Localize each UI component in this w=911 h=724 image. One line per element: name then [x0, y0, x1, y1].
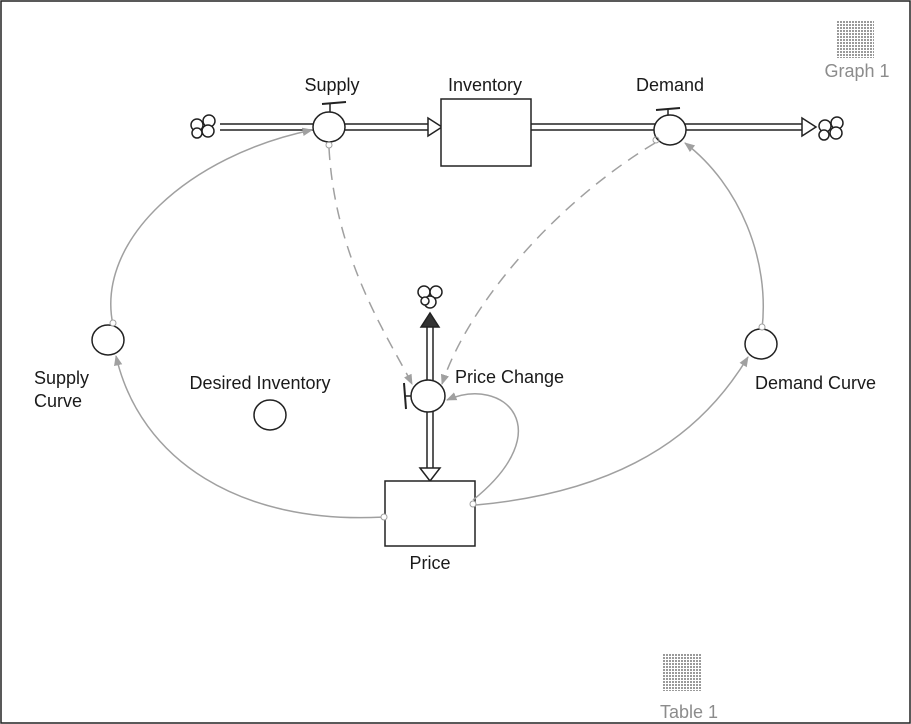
supply-source-cloud-icon	[190, 114, 216, 139]
supply-curve-label-line2: Curve	[34, 391, 82, 411]
demand-sink-cloud-icon	[818, 116, 844, 141]
price-stock-label: Price	[409, 553, 450, 573]
demand-valve-icon[interactable]	[652, 107, 687, 146]
supply-curve-label-line1: Supply	[34, 368, 89, 388]
price-change-cloud-icon	[417, 285, 443, 309]
inventory-stock-label: Inventory	[448, 75, 522, 95]
graph-pad-label: Graph 1	[824, 61, 889, 81]
connector-supply-curve-to-supply[interactable]	[110, 127, 314, 326]
connector-price-to-supply-curve[interactable]	[114, 354, 385, 519]
inventory-stock[interactable]	[440, 98, 532, 167]
graph-pad-icon[interactable]	[836, 20, 874, 58]
connector-price-to-demand-curve[interactable]	[475, 356, 749, 506]
dashed-connector-supply-to-price-change[interactable]	[328, 147, 413, 385]
desired-inventory-variable[interactable]	[253, 399, 287, 431]
supply-curve-variable[interactable]	[91, 324, 125, 356]
price-change-flow-label: Price Change	[455, 367, 564, 387]
dashed-connector-demand-to-price-change[interactable]	[441, 142, 656, 385]
connector-demand-curve-to-demand[interactable]	[684, 142, 764, 330]
demand-curve-label: Demand Curve	[755, 373, 876, 393]
supply-valve-icon[interactable]	[312, 101, 347, 149]
price-stock[interactable]	[384, 480, 476, 547]
demand-curve-variable[interactable]	[744, 328, 778, 360]
supply-flow-label: Supply	[304, 75, 359, 95]
table-pad-icon[interactable]	[663, 653, 701, 691]
price-change-valve-icon[interactable]	[403, 379, 446, 413]
table-pad-label: Table 1	[660, 702, 718, 722]
desired-inventory-label: Desired Inventory	[189, 373, 330, 393]
demand-flow-label: Demand	[636, 75, 704, 95]
connector-price-to-price-change[interactable]	[446, 392, 520, 501]
